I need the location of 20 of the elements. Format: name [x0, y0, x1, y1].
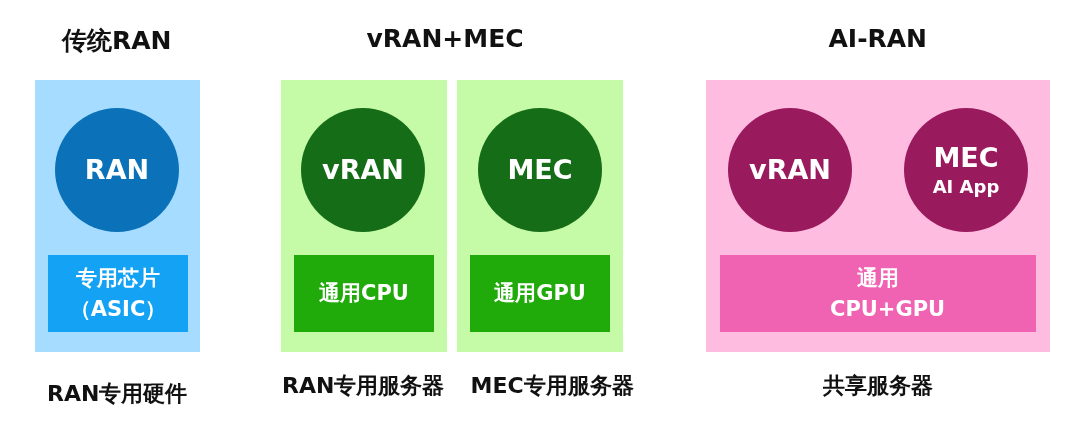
column-heading: vRAN+MEC [366, 24, 524, 53]
function-circle: MEC [478, 108, 602, 232]
server-panel [35, 80, 200, 352]
function-circle: RAN [55, 108, 179, 232]
hardware-box: 通用GPU [470, 255, 610, 332]
column-heading: AI-RAN [828, 24, 928, 53]
function-circle: MEC AI App [904, 108, 1028, 232]
hardware-box: 通用CPU [294, 255, 434, 332]
node-label: RAN专用硬件 [47, 380, 188, 408]
function-circle: vRAN [728, 108, 852, 232]
node-label: MEC专用服务器 [470, 372, 634, 400]
server-panel [706, 80, 1050, 352]
function-circle: vRAN [301, 108, 425, 232]
column-heading: 传统RAN [62, 25, 172, 57]
node-label: 共享服务器 [823, 372, 933, 400]
server-panel [281, 80, 447, 352]
node-label: RAN专用服务器 [282, 372, 445, 400]
hardware-box: 通用CPU+GPU [720, 255, 1036, 332]
hardware-box: 专用芯片（ASIC） [48, 255, 188, 332]
server-panel [457, 80, 623, 352]
